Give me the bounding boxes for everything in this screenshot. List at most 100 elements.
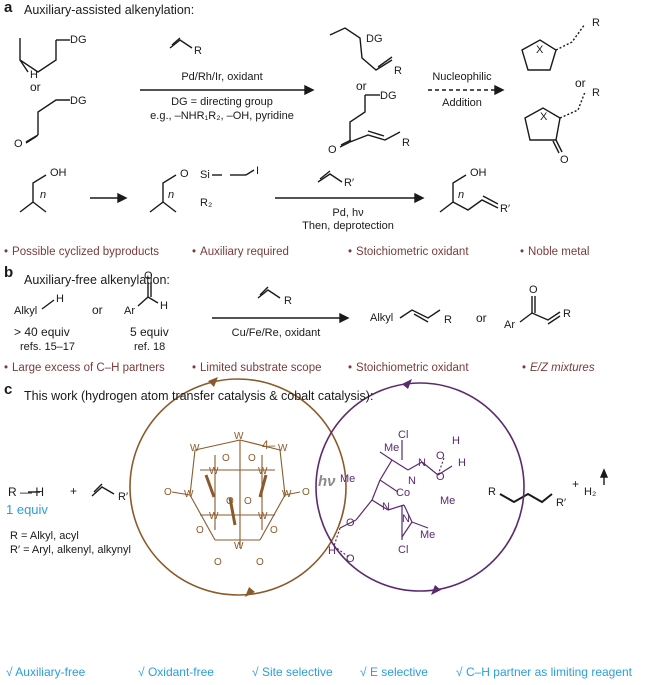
o-silyl-label: O xyxy=(180,168,189,180)
panel-a-heading: Auxiliary-assisted alkenylation: xyxy=(24,3,195,17)
me-label: Me xyxy=(340,473,356,485)
or-label-b1: or xyxy=(92,303,103,317)
w-atom: W xyxy=(234,431,244,442)
n-label-3: n xyxy=(458,189,465,201)
iodo-label: I xyxy=(256,165,260,177)
condition-cu-fe-re: Cu/Fe/Re, oxidant xyxy=(231,327,321,339)
condition-pd-hv: Pd, hν xyxy=(332,207,364,219)
dg-label-1: DG xyxy=(70,34,87,46)
o-oxime: O xyxy=(346,517,355,529)
h-oxime: H xyxy=(328,545,336,557)
o-atom: O xyxy=(214,557,222,568)
equiv-5: 5 equiv xyxy=(130,325,169,339)
h2-gas-label: H₂ xyxy=(584,486,597,498)
o-atom: O xyxy=(226,496,234,507)
w-atom: W xyxy=(278,443,288,454)
product-dg-2: DG xyxy=(380,90,397,102)
panel-a-label: a xyxy=(4,0,13,16)
n-label-1: n xyxy=(40,189,47,201)
me-label: Me xyxy=(420,529,436,541)
o-atom: O xyxy=(256,557,264,568)
w-atom: W xyxy=(190,443,200,454)
hv-label: hν xyxy=(318,473,336,490)
cyclic-x-1: X xyxy=(536,44,544,56)
product-alkyl: Alkyl xyxy=(370,312,394,324)
bullet-b-1: •Large excess of C–H partners xyxy=(4,362,165,374)
n-atom: N xyxy=(382,501,390,513)
r-definition: R = Alkyl, acyl xyxy=(10,530,79,542)
alkene-r-label-b: R xyxy=(284,295,292,307)
cyclic-r-1: R xyxy=(592,17,600,29)
product-r-b1: R xyxy=(444,314,452,326)
bullet-a-3: •Stoichiometric oxidant xyxy=(348,246,469,258)
alkyl-h-label: H xyxy=(56,293,64,305)
rh-label: R — H xyxy=(8,485,44,499)
w-atom: W xyxy=(282,489,292,500)
cyclic-x-2: X xyxy=(540,111,548,123)
product-r-c: R xyxy=(488,486,496,498)
n-atom: N xyxy=(402,513,410,525)
or-label-a3: or xyxy=(575,76,586,90)
aldehyde-h-label: H xyxy=(160,300,168,312)
w-atom: W xyxy=(209,466,219,477)
o-oxime: O xyxy=(436,471,445,483)
oh-label-2: OH xyxy=(470,167,487,179)
dg-label-2: DG xyxy=(70,95,87,107)
product-r-1: R xyxy=(394,65,402,77)
alkene-r-label: R xyxy=(194,45,202,57)
cyclic-r-2: R xyxy=(592,87,600,99)
alkyl-label: Alkyl xyxy=(14,305,38,317)
ref-18: ref. 18 xyxy=(134,341,166,353)
or-label-a1: or xyxy=(30,80,41,94)
product-ar: Ar xyxy=(504,319,515,331)
bullet-b-3: •Stoichiometric oxidant xyxy=(348,362,469,374)
product-r-b2: R xyxy=(563,308,571,320)
substrate-chain-2 xyxy=(37,99,70,135)
charge-label: 4– xyxy=(262,438,276,452)
product-r-prime-c: R′ xyxy=(556,497,567,509)
w-atom: W xyxy=(258,511,268,522)
panel-b-label: b xyxy=(4,264,14,281)
n-atom: N xyxy=(418,457,426,469)
or-label-a2: or xyxy=(356,79,367,93)
aldehyde-o-label: O xyxy=(144,270,153,282)
cobaloxime-framework xyxy=(339,440,453,540)
cl-bottom: Cl xyxy=(398,544,409,556)
check-site-selective: √ Site selective xyxy=(252,665,333,679)
condition-dg: DG = directing group xyxy=(171,96,273,108)
bullet-a-1: •Possible cyclized byproducts xyxy=(4,246,160,258)
oh-label-1: OH xyxy=(50,167,67,179)
plus-products: + xyxy=(572,477,580,491)
one-equiv: 1 equiv xyxy=(6,502,48,517)
me-label: Me xyxy=(440,495,456,507)
check-limiting-reagent: √ C–H partner as limiting reagent xyxy=(456,665,633,679)
o-atom: O xyxy=(196,525,204,536)
check-auxiliary-free: √ Auxiliary-free xyxy=(6,665,86,679)
cyclic-o: O xyxy=(560,154,569,166)
check-oxidant-free: √ Oxidant-free xyxy=(138,665,214,679)
n-label-2: n xyxy=(168,189,175,201)
alkene-reagent-a xyxy=(169,39,193,49)
o-atom: O xyxy=(244,496,252,507)
or-label-b2: or xyxy=(476,311,487,325)
check-e-selective: √ E selective xyxy=(360,665,428,679)
o-atom: O xyxy=(248,453,256,464)
o-atom: O xyxy=(270,525,278,536)
o-atom: O xyxy=(302,487,310,498)
me-label: Me xyxy=(384,442,400,454)
substrate-chain-1 xyxy=(19,38,57,73)
refs-15-17: refs. 15–17 xyxy=(20,341,76,353)
n-atom: N xyxy=(408,475,416,487)
panel-b-heading: Auxiliary-free alkenylation: xyxy=(24,273,170,287)
cl-top: Cl xyxy=(398,429,409,441)
o-oxime: O xyxy=(346,553,355,565)
o-atom: O xyxy=(164,487,172,498)
condition-dg-examples: e.g., –NHR₁R₂, –OH, pyridine xyxy=(150,110,294,122)
h-oxime: H xyxy=(458,457,466,469)
w-atom: W xyxy=(209,511,219,522)
w-atom: W xyxy=(234,541,244,552)
w-atom: W xyxy=(184,489,194,500)
h-oxime: H xyxy=(452,435,460,447)
bullet-a-2: •Auxiliary required xyxy=(192,246,289,258)
